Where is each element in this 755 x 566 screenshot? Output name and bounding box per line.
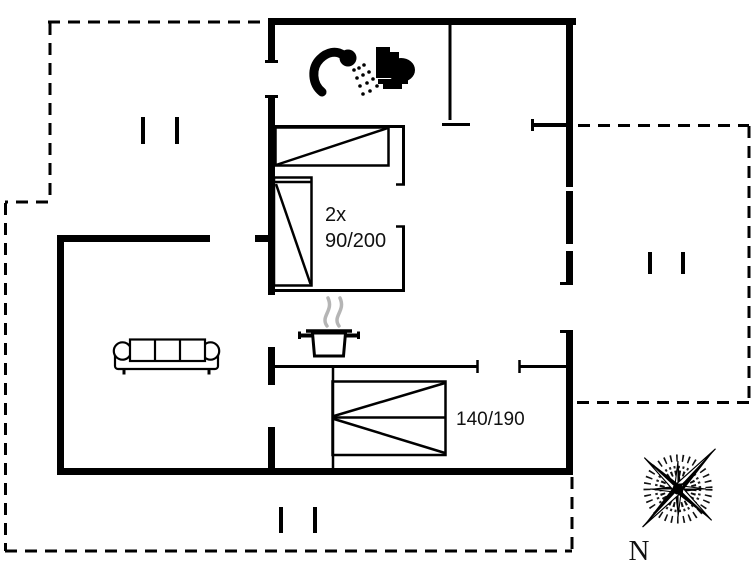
right-wall-window-notches: [566, 187, 573, 251]
compass-tick-ring: [643, 454, 713, 524]
interior-walls: [265, 21, 573, 471]
shower-icon: [309, 47, 379, 97]
toilet-icon: [376, 47, 415, 89]
steam-wisp: [323, 296, 332, 328]
bed-double-size-label: 140/190: [456, 409, 525, 430]
compass-north-label: N: [629, 535, 650, 566]
compass-diagonal-blades: [642, 448, 716, 528]
window-notch: [566, 244, 573, 251]
window-notch: [566, 187, 573, 191]
bed-duvet-diagonal: [333, 417, 446, 455]
dashed-outline-right-terrace: [577, 124, 751, 404]
terrace-post-marks: [141, 117, 685, 533]
compass-rose-icon: [642, 448, 716, 528]
pot-body: [310, 331, 348, 358]
exterior-walls: [57, 18, 576, 475]
shower-hose: [309, 47, 348, 97]
pot-with-steam-icon: [298, 296, 360, 358]
door-end-caps-bedroom: [396, 183, 405, 228]
shower-head: [339, 49, 357, 67]
sofa-cushions: [128, 338, 207, 363]
bed-duvet-diagonal: [333, 381, 446, 418]
dashed-outline-top-left: [4, 20, 268, 551]
toilet-foot: [383, 84, 402, 89]
shower-spray-drops: [352, 63, 379, 96]
single-beds-group: [272, 126, 390, 287]
bed-duvet-diagonal: [274, 183, 312, 285]
roof-overhang-dashed-outline: [4, 20, 751, 553]
door-end-caps-masterbedroom: [476, 360, 521, 373]
exterior-door-end-caps: [265, 60, 573, 333]
compass-center-dot: [672, 483, 684, 495]
steam-wisp: [335, 296, 344, 328]
bed-frame: [272, 176, 313, 287]
bed-count-label: 2x: [325, 204, 346, 226]
dashed-outline-bottom: [5, 477, 574, 553]
pot-handle-tips: [298, 331, 360, 339]
toilet-bowl: [387, 58, 415, 82]
sofa-armrest-left: [112, 341, 133, 361]
bed-double-icon: [331, 380, 447, 457]
bed-single-vertical-icon: [272, 176, 313, 287]
sofa-icon: [112, 338, 221, 375]
bed-duvet-diagonal: [275, 126, 389, 167]
bed-single-horizontal-icon: [274, 126, 390, 167]
bed-frame: [274, 126, 390, 167]
bed-size-label: 90/200: [325, 230, 386, 252]
toilet-base: [378, 79, 408, 84]
